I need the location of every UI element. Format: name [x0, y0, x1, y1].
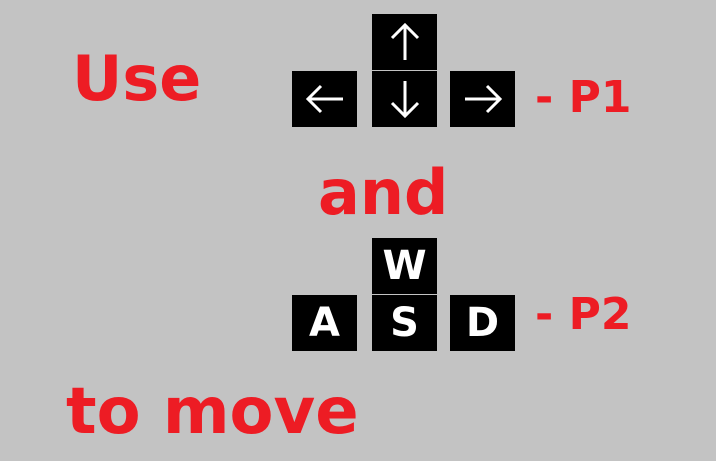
key-w-label: W — [382, 243, 427, 289]
key-left-arrow — [292, 71, 357, 127]
key-a: A — [292, 295, 357, 351]
key-s-label: S — [390, 300, 419, 346]
key-d: D — [450, 295, 515, 351]
player1-label: - P1 — [535, 72, 632, 123]
key-right-arrow — [450, 71, 515, 127]
key-d-label: D — [465, 300, 500, 346]
arrow-up-icon — [390, 22, 419, 60]
arrow-right-icon — [464, 84, 502, 114]
key-w: W — [372, 238, 437, 294]
use-text: Use — [72, 42, 202, 115]
player2-label: - P2 — [535, 289, 632, 340]
key-down-arrow — [372, 71, 437, 127]
key-a-label: A — [309, 300, 340, 346]
and-text: and — [318, 156, 449, 229]
key-s: S — [372, 295, 437, 351]
key-up-arrow — [372, 14, 437, 70]
arrow-left-icon — [305, 84, 343, 114]
arrow-down-icon — [390, 81, 419, 119]
to-move-text: to move — [66, 375, 359, 449]
